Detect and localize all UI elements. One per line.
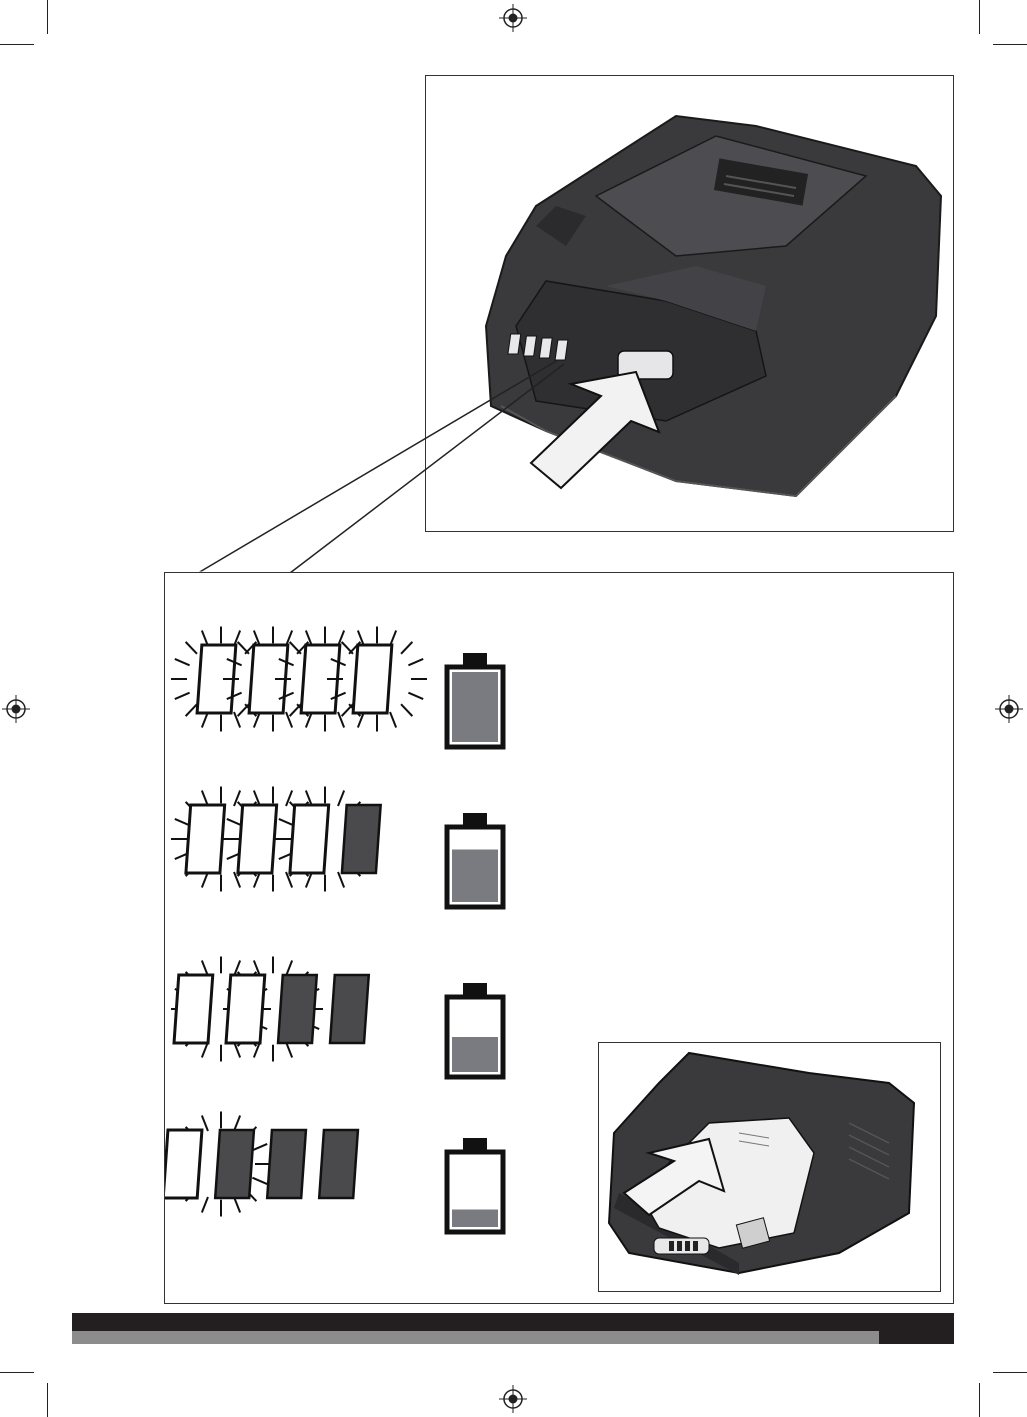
crop-mark-bl-v bbox=[47, 1383, 48, 1417]
battery-level-icon bbox=[447, 983, 503, 1077]
charger-illustration bbox=[599, 1043, 939, 1290]
led-off bbox=[215, 1130, 254, 1198]
crop-mark-br-h bbox=[993, 1372, 1027, 1373]
led-lit bbox=[290, 805, 329, 873]
registration-mark-icon bbox=[995, 695, 1023, 723]
callout-lines bbox=[150, 360, 570, 580]
led-lit bbox=[165, 1130, 202, 1198]
crop-mark-bl-h bbox=[0, 1372, 34, 1373]
crop-mark-br-v bbox=[979, 1383, 980, 1417]
charge-level-row bbox=[171, 627, 503, 748]
charger-figure bbox=[598, 1042, 941, 1292]
footer-stripe bbox=[72, 1331, 879, 1344]
crop-mark-tl-h bbox=[0, 44, 34, 45]
led-lit bbox=[226, 975, 265, 1043]
charge-level-row bbox=[171, 787, 503, 908]
crop-mark-tl-v bbox=[47, 0, 48, 34]
registration-mark-icon bbox=[499, 1385, 527, 1413]
registration-mark-icon bbox=[499, 4, 527, 32]
charge-level-row bbox=[171, 957, 503, 1078]
led-off bbox=[267, 1130, 306, 1198]
battery-level-icon bbox=[447, 653, 503, 747]
led-lit bbox=[238, 805, 277, 873]
led-off bbox=[330, 975, 369, 1043]
led-lit bbox=[186, 805, 225, 873]
led-off bbox=[342, 805, 381, 873]
led-off bbox=[319, 1130, 358, 1198]
charge-level-indicators bbox=[165, 600, 535, 1280]
crop-mark-tr-v bbox=[979, 0, 980, 34]
battery-level-icon bbox=[447, 1138, 503, 1232]
crop-mark-tr-h bbox=[993, 44, 1027, 45]
charge-level-row bbox=[165, 1112, 503, 1233]
led-off bbox=[278, 975, 317, 1043]
registration-mark-icon bbox=[2, 695, 30, 723]
led-lit bbox=[174, 975, 213, 1043]
battery-level-icon bbox=[447, 813, 503, 907]
led-lit bbox=[353, 645, 392, 713]
